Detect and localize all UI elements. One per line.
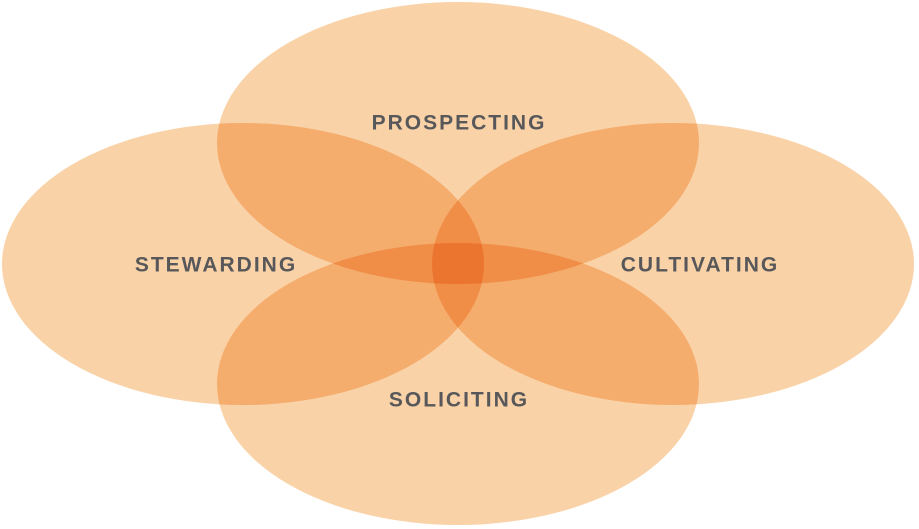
stewarding-ellipse [2,123,484,405]
cultivating-label: CULTIVATING [621,254,779,277]
prospecting-label: PROSPECTING [372,112,547,135]
soliciting-label: SOLICITING [389,389,529,412]
stewarding-label: STEWARDING [135,254,297,277]
label-group: PROSPECTING CULTIVATING SOLICITING STEWA… [135,112,779,412]
